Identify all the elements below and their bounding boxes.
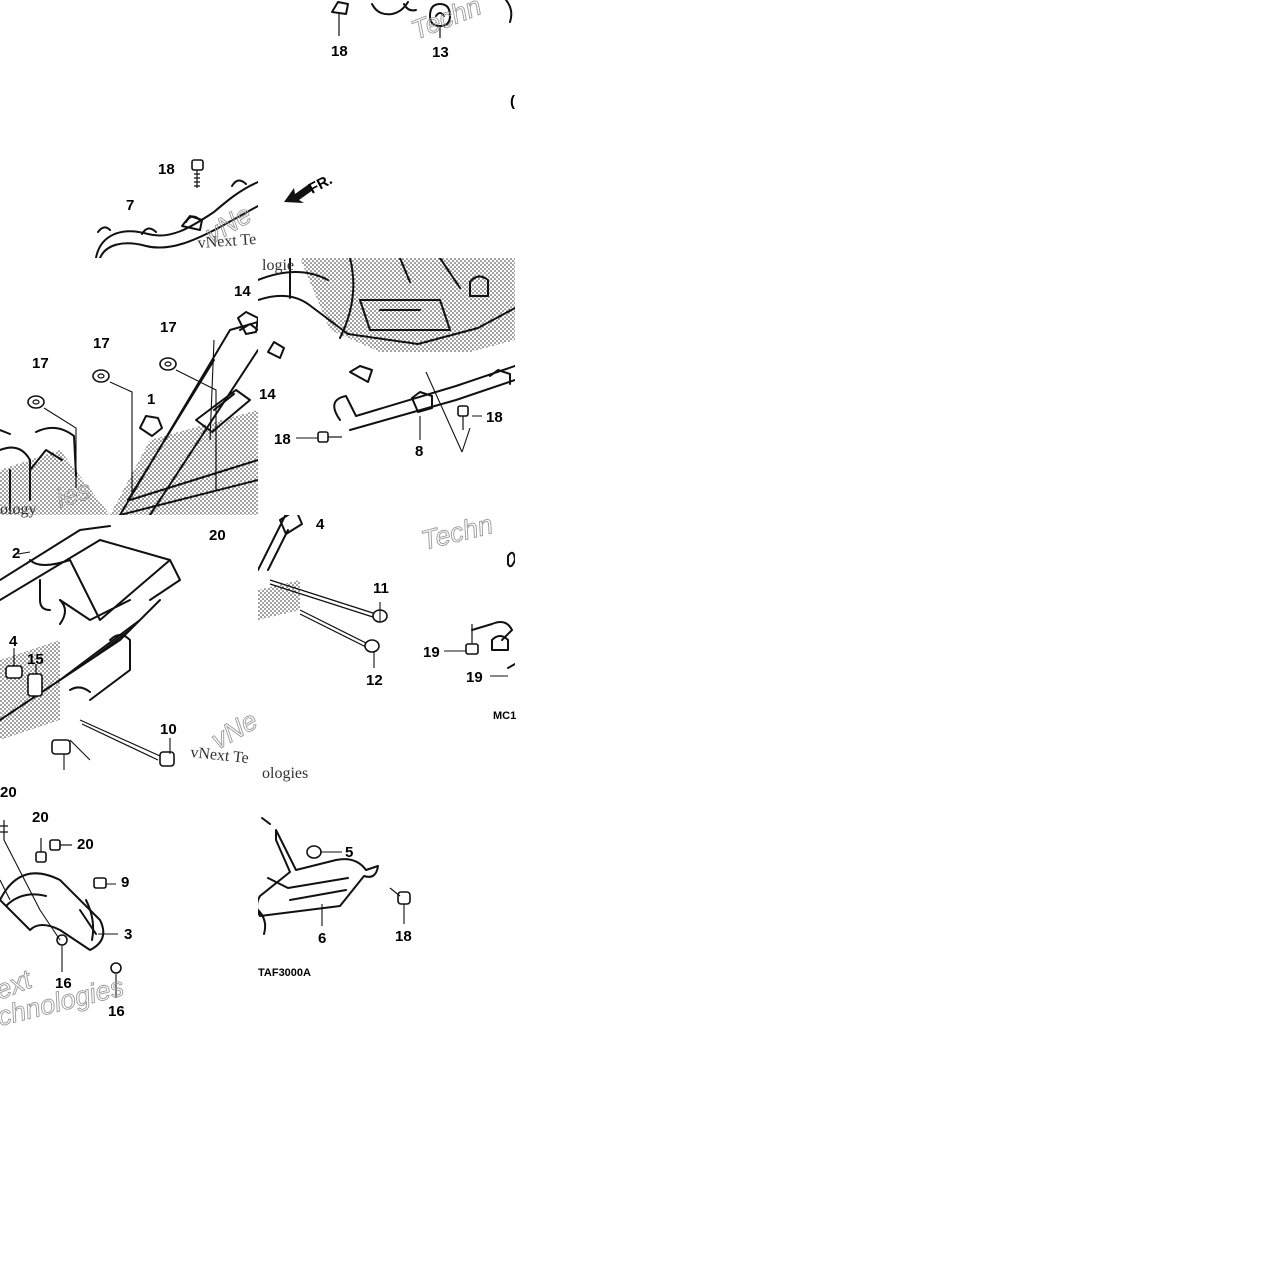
- tile-lower-bracket: [258, 817, 411, 935]
- callout-20-left: 20: [0, 784, 17, 801]
- watermark-fragments: Techn vNe vNext Te logie ies ology Techn…: [0, 0, 496, 1032]
- tile-side-cover: [0, 820, 122, 998]
- callout-19-upper: 19: [423, 644, 440, 661]
- callout-13: 13: [432, 44, 449, 61]
- callout-1: 1: [147, 391, 155, 408]
- callout-18-left: 18: [274, 431, 291, 448]
- callout-20-center: 20: [32, 809, 49, 826]
- nut-16-left: [56, 934, 68, 946]
- callout-17-right: 17: [160, 319, 177, 336]
- tile-rear-bracket: [95, 159, 258, 258]
- watermark-10: ologies: [262, 765, 308, 782]
- callout-9: 9: [121, 874, 129, 891]
- nut-16-right: [110, 962, 122, 974]
- callout-11: 11: [373, 580, 389, 597]
- watermark-4: logie: [262, 257, 294, 274]
- callout-17-left: 17: [32, 355, 49, 372]
- bolt-18-right: [457, 405, 469, 430]
- tile-top-fasteners: [284, 0, 513, 203]
- callout-4-right: 4: [316, 516, 325, 533]
- watermark-6: ology: [0, 501, 36, 518]
- bushing-15: [27, 673, 43, 697]
- bolt-19-upper: [465, 624, 479, 655]
- callout-18-top: 18: [331, 43, 348, 60]
- watermark-9: vNext Te: [190, 744, 250, 767]
- callout-7: 7: [126, 197, 134, 214]
- callout-14-upper: 14: [234, 283, 251, 300]
- callout-17-middle: 17: [93, 335, 110, 352]
- callout-2: 2: [12, 545, 20, 562]
- bolt-18-bottom: [389, 887, 411, 905]
- callout-5: 5: [345, 844, 353, 861]
- tile-engine-mount: [258, 258, 515, 453]
- bushing-4-left: [5, 665, 23, 679]
- callout-14-lower: 14: [259, 386, 276, 403]
- tile-frame-left: [0, 311, 258, 515]
- bolt-20-top-left: [0, 820, 8, 840]
- long-bolt-12: [299, 609, 380, 653]
- watermark-1: Techn: [407, 0, 486, 46]
- callout-8: 8: [415, 443, 423, 460]
- bolt-18-left: [317, 431, 342, 443]
- bolt-20-top-right: [49, 839, 72, 851]
- callout-6: 6: [318, 930, 326, 947]
- callout-labels: 18 13 18 7 14 17 17 17 1 14 18 18 8 2 20…: [0, 43, 503, 1020]
- callout-18-upper: 18: [158, 161, 175, 178]
- callout-4-left: 4: [9, 633, 18, 650]
- nut-9: [93, 877, 107, 889]
- long-bolt-10: [79, 719, 175, 767]
- watermark-3: vNext Te: [197, 231, 257, 252]
- tile-main-frame: [0, 525, 181, 770]
- nut-5: [306, 845, 322, 859]
- partial-glyph: (: [510, 93, 515, 110]
- callout-16-left: 16: [55, 975, 72, 992]
- grommet-17-left: [27, 395, 45, 409]
- callout-18-right: 18: [486, 409, 503, 426]
- bracket-7: [95, 181, 258, 258]
- callout-19-lower: 19: [466, 669, 483, 686]
- front-direction-arrow: [284, 184, 313, 203]
- grommet-17-right: [159, 357, 177, 371]
- callout-10: 10: [160, 721, 177, 738]
- callout-20-right: 20: [77, 836, 94, 853]
- callout-3: 3: [124, 926, 132, 943]
- bolt-18-upper: [191, 159, 204, 188]
- bolt-20-top-middle: [35, 838, 47, 863]
- front-direction-label: FR.: [306, 171, 335, 197]
- illustration-code-right: MC1: [493, 710, 516, 722]
- callout-15: 15: [27, 651, 44, 668]
- callout-20-middle: 20: [209, 527, 226, 544]
- watermark-7: Techn: [418, 509, 496, 556]
- illustration-code-left: TAF3000A: [258, 967, 311, 979]
- tile-long-bolts: [258, 515, 515, 677]
- callout-12: 12: [366, 672, 383, 689]
- callout-16-right: 16: [108, 1003, 125, 1020]
- grommet-17-middle: [92, 369, 110, 383]
- callout-18-bottom: 18: [395, 928, 412, 945]
